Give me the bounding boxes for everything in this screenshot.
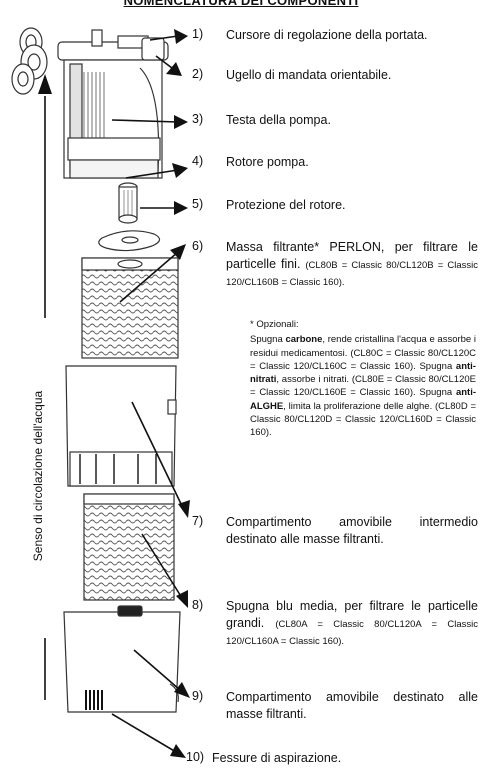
flow-direction-label: Senso di circolazione dell'acqua bbox=[31, 390, 45, 562]
blue-sponge bbox=[83, 493, 175, 601]
nitrate-pre: Spugna bbox=[415, 360, 456, 372]
item-number-9: 9) bbox=[192, 689, 204, 703]
item-number-8: 8) bbox=[192, 598, 204, 612]
pump-head bbox=[57, 29, 169, 179]
algae-pre: Spugna bbox=[415, 387, 456, 399]
item-number-4: 4) bbox=[192, 154, 204, 168]
item-label-3: Testa della pompa. bbox=[226, 113, 331, 127]
item-label-4: Rotore pompa. bbox=[226, 155, 309, 169]
carbon-pre: Spugna bbox=[250, 334, 286, 346]
optional-note: * Opzionali: Spugna carbone, rende crist… bbox=[250, 318, 476, 440]
item-number-2: 2) bbox=[192, 67, 204, 81]
optional-heading: * Opzionali: bbox=[250, 319, 299, 330]
item-text-6: Massa filtrante* PERLON, per filtrare le… bbox=[226, 240, 478, 271]
carbon-post: , rende cristallina l'acqua e assorbe i … bbox=[250, 334, 476, 372]
pointer-arrows bbox=[111, 29, 190, 758]
item-label-7: Compartimento amovibile intermedio desti… bbox=[226, 515, 478, 546]
item-label-6: Massa filtrante* PERLON, per filtrare le… bbox=[226, 239, 478, 290]
item-label-1: Cursore di regolazione della portata. bbox=[226, 28, 428, 42]
algae-post: , limita la proliferazione delle alghe. … bbox=[250, 400, 476, 439]
rotor bbox=[118, 182, 138, 224]
suction-cups bbox=[11, 27, 48, 95]
item-number-3: 3) bbox=[192, 112, 204, 126]
item-label-5: Protezione del rotore. bbox=[226, 198, 346, 212]
item-note-6: (CL80B = Classic 80/CL120B = Classic 120… bbox=[226, 260, 478, 288]
perlon-sponge bbox=[81, 257, 179, 359]
algae-bold: anti-ALGHE bbox=[250, 387, 476, 412]
lower-compartment bbox=[63, 605, 181, 713]
intermediate-compartment bbox=[65, 365, 177, 487]
rotor-guard bbox=[98, 230, 161, 252]
optional-body: Spugna carbone, rende cristallina l'acqu… bbox=[250, 333, 476, 439]
item-note-8: (CL80A = Classic 80/CL120A = Classic 120… bbox=[226, 619, 478, 647]
item-number-6: 6) bbox=[192, 239, 204, 253]
nitrate-post: , assorbe i nitrati. (CL80E = Classic 80… bbox=[250, 374, 476, 399]
item-number-5: 5) bbox=[192, 197, 204, 211]
item-number-1: 1) bbox=[192, 27, 204, 41]
nitrate-bold: anti-nitrati bbox=[250, 360, 476, 386]
item-label-10: Fessure di aspirazione. bbox=[212, 751, 342, 765]
item-number-7: 7) bbox=[192, 514, 204, 528]
carbon-bold: carbone bbox=[285, 334, 323, 346]
item-label-2: Ugello di mandata orientabile. bbox=[226, 68, 392, 82]
item-text-8: Spugna blu media, per filtrare le partic… bbox=[226, 599, 478, 630]
flow-line bbox=[38, 74, 52, 700]
page-title: NOMENCLATURA DEI COMPONENTI bbox=[123, 0, 359, 8]
item-label-8: Spugna blu media, per filtrare le partic… bbox=[226, 598, 478, 649]
item-label-9: Compartimento amovibile destinato alle m… bbox=[226, 690, 478, 721]
item-number-10: 10) bbox=[186, 750, 205, 764]
